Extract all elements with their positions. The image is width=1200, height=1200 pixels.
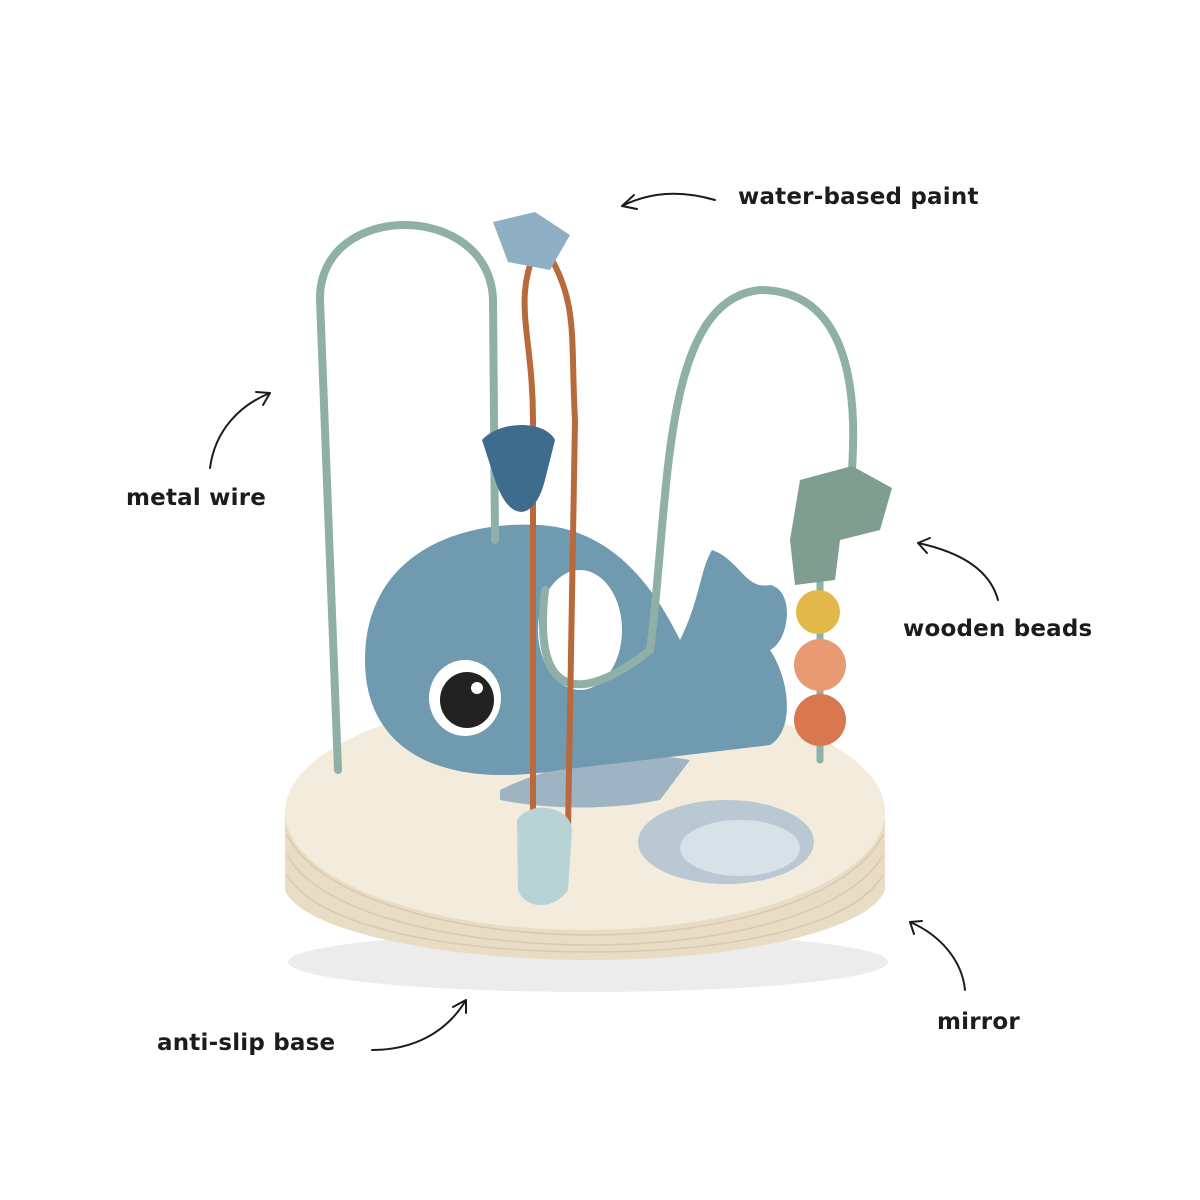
bead-peach	[794, 639, 846, 691]
whale	[365, 524, 787, 776]
arrow-water-based-paint	[621, 192, 716, 210]
label-wooden-beads: wooden beads	[903, 616, 1093, 642]
label-anti-slip-base: anti-slip base	[157, 1030, 336, 1056]
fabric-tag	[500, 756, 690, 808]
arrow-anti-slip-base	[371, 999, 467, 1051]
bead-orange	[794, 694, 846, 746]
drop-bead-light	[517, 807, 572, 905]
square-bead	[493, 212, 570, 270]
label-mirror: mirror	[937, 1009, 1020, 1035]
label-water-based-paint: water-based paint	[738, 184, 979, 210]
label-metal-wire: metal wire	[126, 485, 267, 511]
arrow-metal-wire	[209, 391, 271, 469]
bead-yellow	[796, 590, 840, 634]
arrow-wooden-beads	[917, 537, 999, 601]
arrow-mirror	[909, 920, 966, 991]
fish-bead	[790, 466, 892, 585]
drop-bead	[482, 425, 555, 512]
